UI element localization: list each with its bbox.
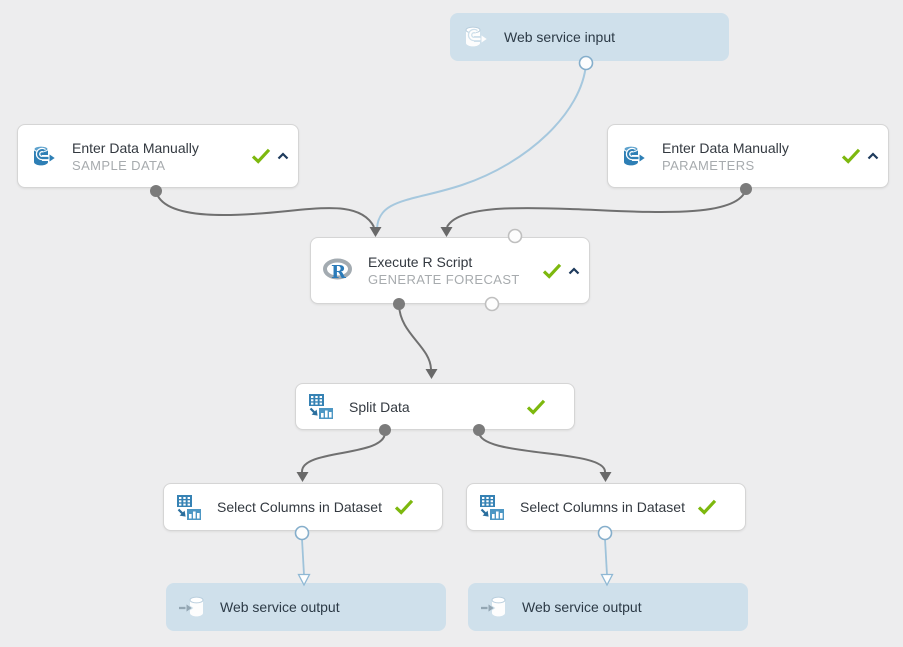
node-title: Enter Data Manually — [72, 139, 199, 156]
edge-split-to-selectright — [477, 430, 607, 473]
node-title: Enter Data Manually — [662, 139, 789, 156]
table-split-icon — [479, 494, 506, 521]
cylinder-arrow-icon — [30, 142, 58, 170]
node-web-service-output-right[interactable]: Web service output — [468, 583, 748, 631]
node-subtitle: PARAMETERS — [662, 157, 755, 173]
node-title: Select Columns in Dataset — [520, 499, 685, 515]
arrowhead — [296, 472, 309, 482]
table-split-icon — [176, 494, 203, 521]
node-enter-data-manually-parameters[interactable]: Enter Data Manually PARAMETERS — [607, 124, 889, 188]
node-subtitle: GENERATE FORECAST — [368, 272, 520, 287]
chevron-up-icon[interactable] — [568, 266, 580, 275]
arrowhead — [425, 369, 438, 379]
node-label: Web service output — [220, 599, 340, 615]
arrow-into-cylinder-icon — [178, 593, 206, 621]
node-enter-data-manually-sample[interactable]: Enter Data Manually SAMPLE DATA — [17, 124, 299, 188]
chevron-up-icon[interactable] — [867, 152, 879, 160]
node-select-columns-right[interactable]: Select Columns in Dataset — [466, 483, 746, 531]
arrowhead — [369, 227, 382, 237]
node-web-service-input[interactable]: Web service input — [450, 13, 729, 61]
node-select-columns-left[interactable]: Select Columns in Dataset — [163, 483, 443, 531]
node-title: Select Columns in Dataset — [217, 499, 382, 515]
cylinder-arrow-out-icon — [462, 23, 490, 51]
node-label: Web service input — [504, 29, 616, 45]
edge-parameters-to-rscript — [446, 188, 747, 228]
r-logo-icon: R — [323, 258, 354, 283]
node-subtitle: SAMPLE DATA — [72, 157, 166, 173]
cylinder-arrow-icon — [620, 142, 648, 170]
node-web-service-output-left[interactable]: Web service output — [166, 583, 446, 631]
chevron-up-icon[interactable] — [277, 152, 289, 160]
edge-split-to-selectleft — [300, 430, 387, 473]
edge-rscript-to-split — [398, 304, 432, 370]
node-title: Split Data — [349, 398, 410, 415]
arrowhead — [440, 227, 453, 237]
edge-sample-to-rscript — [155, 190, 375, 228]
success-check-icon — [697, 499, 717, 515]
success-check-icon — [542, 263, 562, 279]
table-split-icon — [308, 393, 335, 420]
success-check-icon — [251, 148, 271, 164]
success-check-icon — [841, 148, 861, 164]
node-split-data[interactable]: Split Data — [295, 383, 575, 430]
node-execute-r-script[interactable]: R Execute R Script GENERATE FORECAST — [310, 237, 590, 304]
svg-text:R: R — [331, 262, 347, 283]
node-title: Execute R Script — [368, 254, 473, 270]
node-label: Web service output — [522, 599, 642, 615]
edge-wsinput-to-rscript — [376, 63, 587, 230]
success-check-icon — [526, 399, 546, 415]
arrowhead — [599, 472, 612, 482]
edge-selectleft-to-wsoutput — [301, 538, 305, 576]
arrow-into-cylinder-icon — [480, 593, 508, 621]
success-check-icon — [394, 499, 414, 515]
edge-selectright-to-wsoutput — [604, 538, 608, 576]
